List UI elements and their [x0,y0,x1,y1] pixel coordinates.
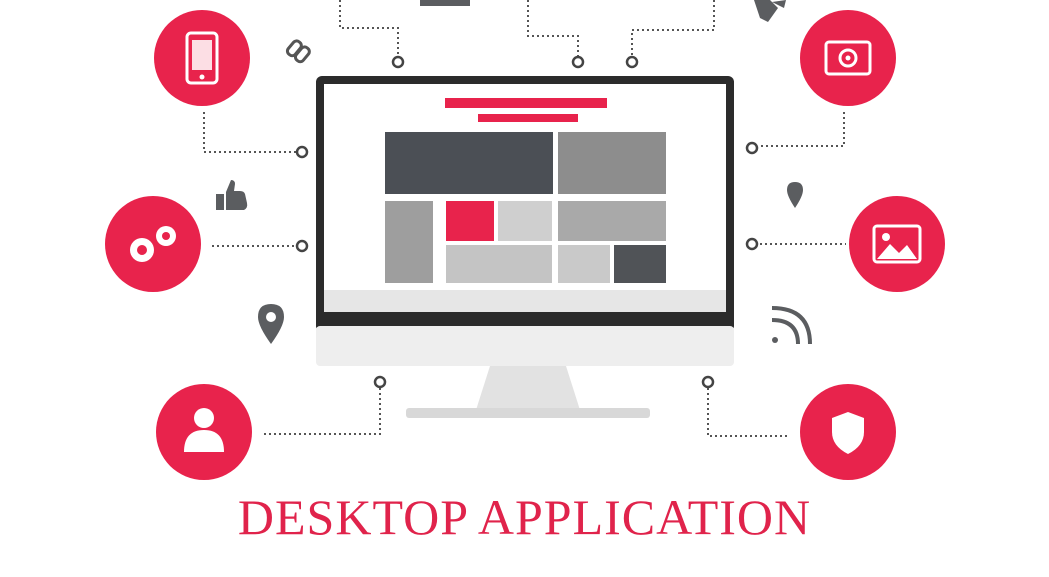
screen-tile-accent [446,201,494,241]
monitor-base [406,408,650,418]
screen-tile [558,132,666,194]
screen-tile [558,245,610,283]
location-pin-icon [787,182,803,208]
link-chain-icon [285,39,311,64]
monitor-chin [316,326,734,366]
image-gallery-icon [849,196,945,292]
monitor-stand [476,366,580,410]
screen-footer-bar [324,290,726,312]
connector-nodes [295,55,759,389]
top-device-icon [420,0,470,6]
screen-header-bar [445,98,607,108]
rss-feed-icon [771,306,812,345]
email-at-icon [800,10,896,106]
gear-icon [105,196,201,292]
screen-subheader-bar [478,114,578,122]
shield-icon [800,384,896,480]
screen-tile [558,201,666,241]
connector-lines [203,0,846,437]
screen-tile-dark [385,132,553,194]
screen-tile [385,201,433,283]
caption-title: DESKTOP APPLICATION [237,489,812,545]
map-pin-icon [258,304,284,344]
user-profile-icon [156,384,252,480]
screen-tile-dark [614,245,666,283]
thumbs-up-icon [216,180,248,210]
mobile-phone-icon [154,10,250,106]
screen-tile [498,201,552,241]
desktop-monitor [316,76,734,418]
satellite-dish-icon [754,0,786,22]
screen-tile [446,245,552,283]
